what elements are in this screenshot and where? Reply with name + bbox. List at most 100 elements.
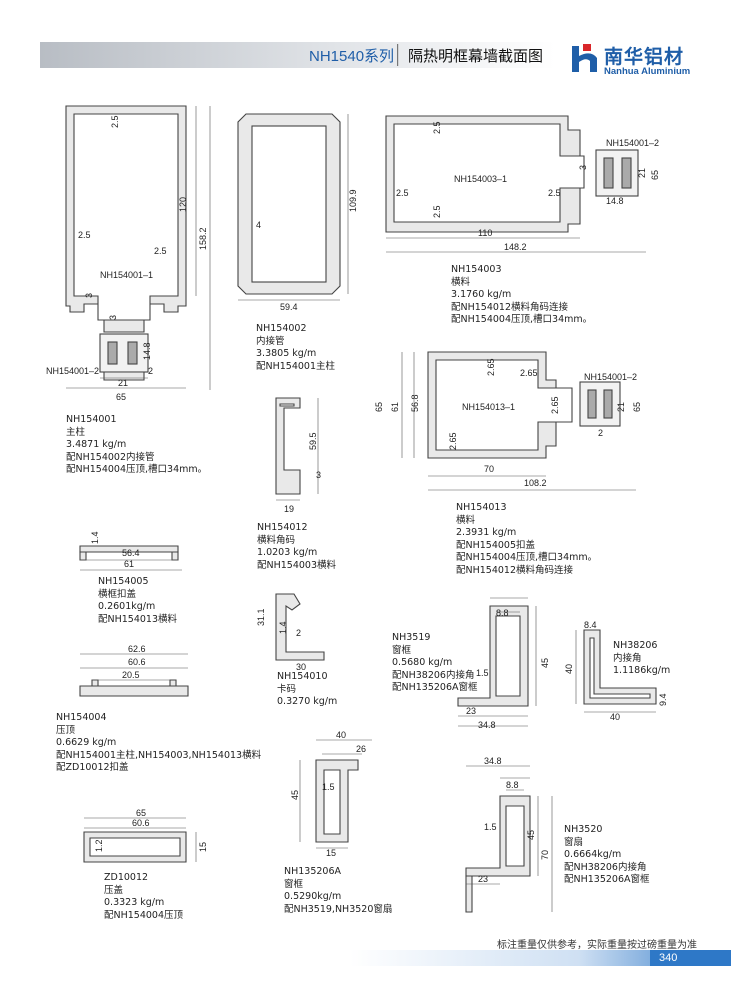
caption-code: NH154001 [66, 414, 117, 425]
dim-text: 2.5 [396, 188, 409, 198]
brand-name-cn: 南华铝材 [604, 46, 685, 68]
dim-text: 8.4 [584, 620, 597, 630]
caption-line: 内接管 [256, 335, 285, 347]
dim-text: 1.5 [484, 822, 497, 832]
dim-text: 14.8 [142, 342, 152, 360]
dim-text: 2.65 [550, 396, 560, 414]
dim-text: 2.5 [110, 115, 120, 128]
caption-line: 配NH154001主柱 [256, 360, 336, 372]
caption-line: 配NH154012横料角码连接 [456, 564, 574, 576]
dim-text: 34.8 [484, 756, 502, 766]
dim-text: 31.1 [256, 608, 266, 626]
caption-nh154013: NH154013 横料 2.3931 kg/m 配NH154005扣盖 配NH1… [456, 502, 597, 577]
caption-line: 1.1186kg/m [613, 665, 671, 676]
caption-nh135206a: NH135206A 窗框 0.5290kg/m 配NH3519,NH3520窗扇 [284, 866, 392, 916]
profile-nh154013 [427, 351, 621, 459]
dim-text: 23 [466, 706, 476, 716]
caption-code: NH154003 [451, 264, 502, 275]
caption-code: NH154013 [456, 502, 507, 513]
caption-code: NH154005 [98, 576, 149, 587]
drawing-label: NH154001–2 [46, 366, 99, 376]
caption-line: 配NH135206A窗框 [392, 682, 478, 693]
dim-text: 45 [540, 658, 550, 668]
dim-text: 65 [374, 402, 384, 412]
dim-text: 2.5 [432, 205, 442, 218]
dim-text: 1.4 [90, 531, 100, 544]
dim-text: 3 [84, 293, 94, 298]
dim-text: 15 [326, 848, 336, 858]
profile-nh3519 [457, 605, 529, 707]
dim-text: 21 [118, 378, 128, 388]
dim-text: 110 [478, 228, 492, 238]
dim-text: 1.5 [322, 782, 335, 792]
dim-text: 3 [316, 470, 321, 480]
caption-line: 主柱 [66, 426, 86, 438]
caption-line: 0.6664kg/m [564, 849, 622, 860]
dim-text: 65 [116, 392, 126, 402]
caption-code: NH38206 [613, 640, 658, 651]
profile-zd10012 [83, 831, 187, 863]
caption-zd10012: ZD10012 压盖 0.3323 kg/m 配NH154004压顶 [104, 872, 183, 922]
caption-line: 配NH154004压顶,槽口34mm。 [451, 314, 593, 325]
dim-text: 34.8 [478, 720, 496, 730]
caption-nh154004: NH154004 压顶 0.6629 kg/m 配NH154001主柱,NH15… [56, 712, 261, 775]
dim-text: 2.65 [486, 358, 496, 376]
dim-text: 65 [632, 402, 642, 412]
caption-line: 0.3270 kg/m [277, 696, 338, 707]
caption-line: 配NH154005扣盖 [456, 539, 536, 551]
caption-line: 2.3931 kg/m [456, 527, 517, 538]
caption-nh3520: NH3520 窗扇 0.6664kg/m 配NH38206内接角 配NH1352… [564, 824, 650, 887]
caption-nh154012: NH154012 横料角码 1.0203 kg/m 配NH154003横料 [257, 522, 336, 572]
dim-text: 2 [598, 428, 603, 438]
dim-text: 59.5 [308, 432, 318, 450]
dim-text: 30 [296, 662, 306, 672]
page-number: 340 [659, 952, 678, 964]
caption-code: NH135206A [284, 866, 342, 877]
caption-line: 配NH154002内接管 [66, 451, 155, 463]
dim-text: 3 [108, 315, 118, 320]
caption-code: NH154012 [257, 522, 308, 533]
caption-nh154002: NH154002 内接管 3.3805 kg/m 配NH154001主柱 [256, 323, 335, 373]
dim-text: 45 [526, 830, 536, 840]
dim-text: 108.2 [524, 478, 547, 488]
dim-text: 19 [284, 504, 294, 514]
caption-line: 0.5680 kg/m [392, 657, 453, 668]
dim-text: 2.5 [154, 246, 167, 256]
caption-line: 横料角码 [257, 534, 296, 546]
caption-line: 横料 [456, 514, 476, 526]
caption-code: NH3520 [564, 824, 603, 835]
dim-text: 148.2 [504, 242, 527, 252]
caption-line: 配NH3519,NH3520窗扇 [284, 903, 393, 915]
dim-text: 65 [650, 170, 660, 180]
profile-nh154004 [79, 679, 189, 697]
caption-line: 配NH154012横料角码连接 [451, 301, 569, 313]
dim-text: 2 [148, 366, 153, 376]
dim-text: 60.6 [128, 657, 146, 667]
dim-text: 56.8 [410, 394, 420, 412]
series-title: NH1540系列 [309, 48, 395, 65]
profile-nh154001 [65, 105, 187, 381]
profile-nh154003 [385, 115, 639, 233]
page-title: 隔热明框幕墙截面图 [408, 47, 544, 65]
dim-text: 8.8 [496, 608, 509, 618]
dim-text: 158.2 [198, 227, 208, 250]
dim-text: 2.65 [520, 368, 538, 378]
caption-nh154010: NH154010 卡码 0.3270 kg/m [277, 671, 337, 709]
dim-text: 23 [478, 874, 488, 884]
brand-logo [572, 44, 597, 72]
caption-line: 配NH154001主柱,NH154003,NH154013横料 [56, 749, 262, 761]
dim-text: 20.5 [122, 670, 140, 680]
dim-text: 45 [290, 790, 300, 800]
caption-line: 3.3805 kg/m [256, 348, 317, 359]
caption-line: 3.4871 kg/m [66, 439, 127, 450]
caption-line: 配NH135206A窗框 [564, 874, 650, 885]
dim-text: 15 [198, 842, 208, 852]
profile-nh38206 [583, 629, 657, 705]
dim-text: 21 [616, 402, 626, 412]
caption-line: 窗框 [392, 644, 412, 656]
caption-line: 配NH154004压顶 [104, 909, 184, 921]
profile-nh135206a [315, 759, 359, 843]
dim-text: 62.6 [128, 644, 146, 654]
drawing-label: NH154001–1 [100, 270, 153, 280]
